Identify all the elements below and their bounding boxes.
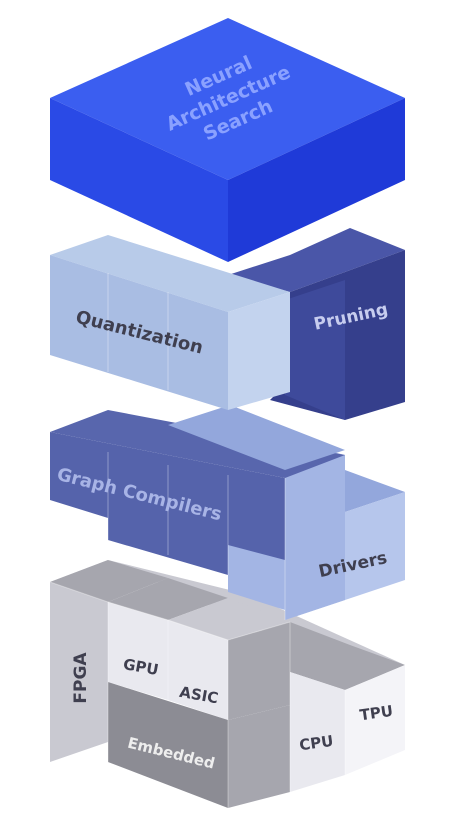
graph-top-light (168, 405, 345, 470)
nas-layer: Neural Architecture Search (50, 18, 405, 262)
compression-layer: Quantization Pruning (50, 228, 405, 420)
drivers-left (228, 540, 285, 610)
quantization-top (50, 235, 290, 312)
quantization-block (50, 255, 228, 410)
tpu-label: TPU (359, 702, 395, 724)
asic-block (168, 620, 228, 720)
quantization-right (228, 292, 290, 410)
cpu-block (290, 672, 345, 792)
drivers-column (285, 440, 345, 620)
nas-left (50, 98, 228, 262)
fpga-top (50, 560, 168, 602)
pruning-top (228, 228, 405, 292)
embedded-right (228, 705, 290, 808)
asic-right (228, 622, 290, 720)
gpu-top (108, 578, 228, 620)
fpga-block (50, 560, 108, 762)
fpga-label: FPGA (71, 652, 91, 704)
pruning-front (285, 280, 345, 420)
compilation-layer: Graph Compilers Drivers (50, 405, 405, 620)
cpu-label: CPU (298, 732, 334, 755)
gpu-label: GPU (122, 655, 160, 679)
nas-right (228, 98, 405, 262)
nas-top (50, 18, 405, 180)
embedded-block (108, 682, 228, 808)
asic-top (168, 598, 290, 640)
cpu-top (290, 622, 405, 690)
hardware-layer: FPGA GPU ASIC Embedded CPU TPU (49, 560, 405, 808)
gpu-block (108, 602, 168, 700)
tpu-block (345, 665, 405, 775)
graph-compilers-block (50, 432, 285, 575)
